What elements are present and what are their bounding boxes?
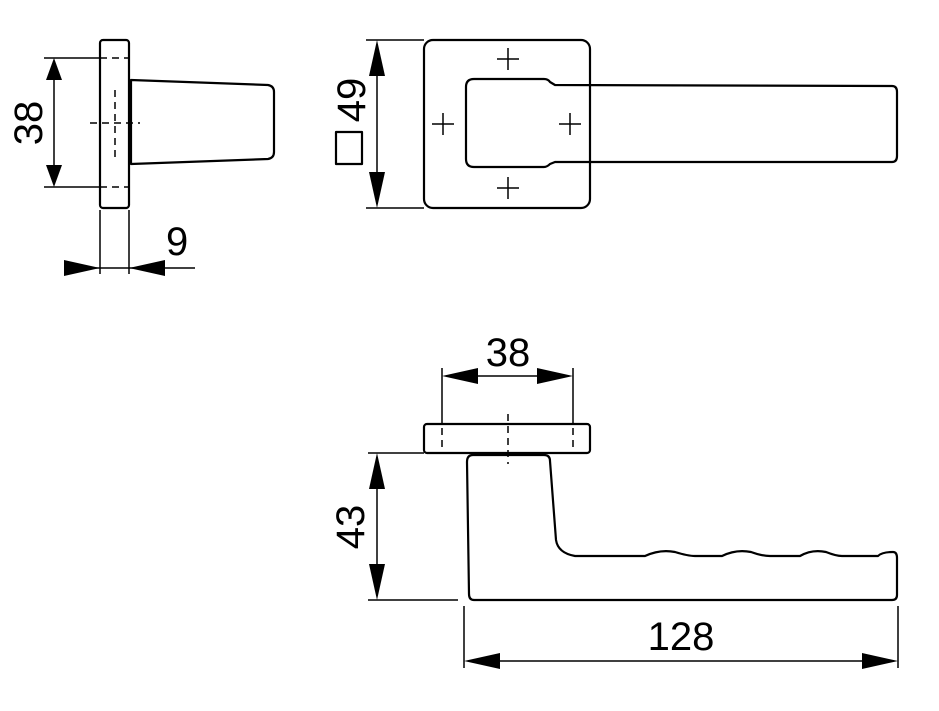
top-view-rose-width-dimension: 38 (441, 331, 574, 416)
front-view-lever (464, 77, 899, 169)
front-view: 49 (330, 38, 899, 210)
side-view-handle-neck (129, 78, 276, 166)
front-view-rose (422, 38, 592, 210)
side-view-depth-dimension: 9 (64, 210, 195, 276)
top-view-length-dimension: 128 (463, 606, 899, 669)
top-view-height-dimension: 43 (329, 452, 458, 601)
front-view-height-dimension: 49 (330, 39, 424, 209)
top-view-rose-width-label: 38 (486, 331, 531, 375)
side-view-height-dimension: 38 (7, 57, 100, 188)
top-view-length-label: 128 (648, 615, 715, 659)
top-view-height-label: 43 (329, 505, 373, 550)
side-view-depth-label: 9 (166, 220, 188, 264)
front-view-fixing-crosses (432, 48, 581, 199)
top-view-rose (422, 422, 592, 455)
top-view-lever (465, 453, 899, 602)
side-view: 38 9 (7, 38, 276, 276)
side-view-rose (98, 38, 131, 210)
spindle-square-icon (334, 130, 364, 166)
top-view: 38 43 128 (329, 331, 899, 669)
front-view-height-label: 49 (330, 78, 374, 123)
side-view-height-label: 38 (7, 101, 51, 146)
